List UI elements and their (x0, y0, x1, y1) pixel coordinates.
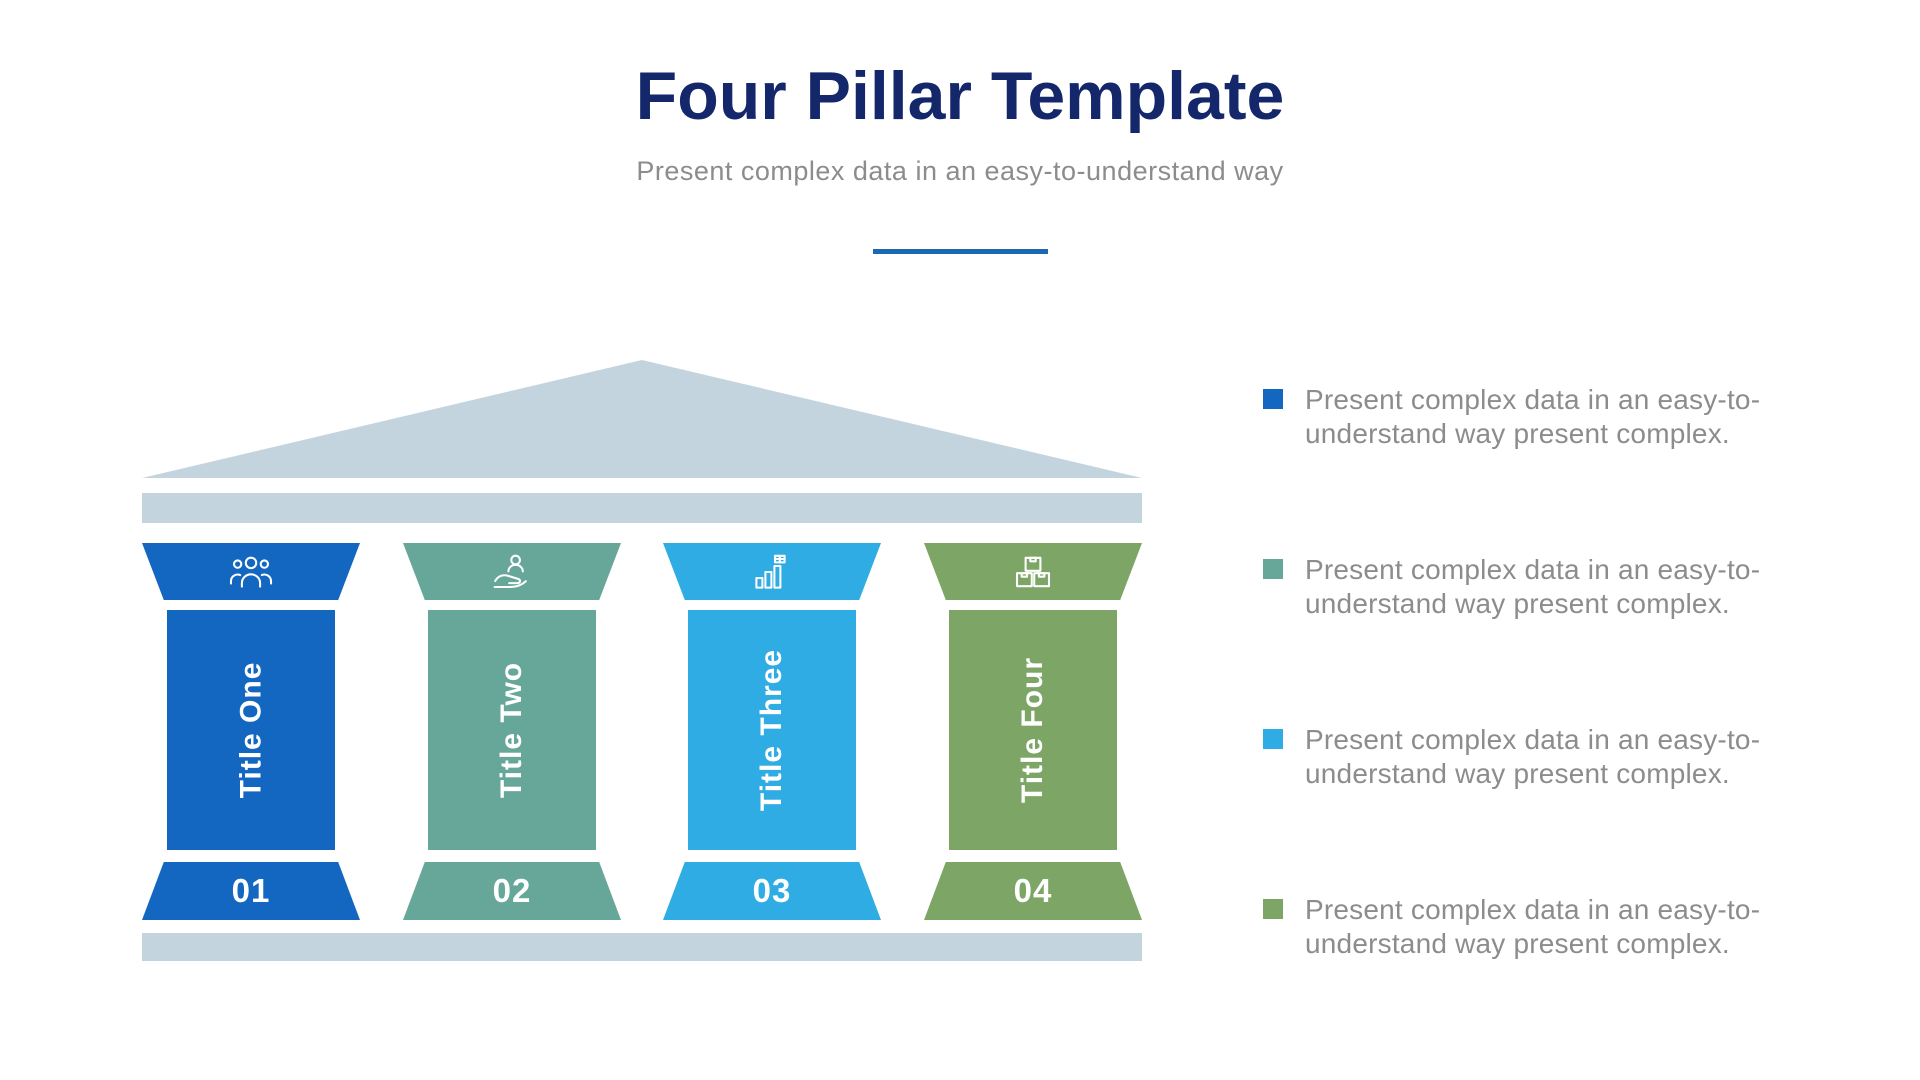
bullet-item-3: Present complex data in an easy-to-under… (1263, 723, 1813, 791)
pillar-2-title: Title Two (494, 661, 528, 799)
bullet-text: Present complex data in an easy-to-under… (1305, 554, 1761, 619)
pillar-3-number: 03 (752, 872, 792, 909)
pillar-1-title: Title One (234, 661, 267, 799)
pillar-2-base: 02 (403, 862, 621, 920)
temple-beam (142, 493, 1142, 523)
pillar-1-shaft: Title One (167, 610, 335, 850)
pillar-1: Title One 01 (142, 543, 360, 933)
pillar-2-capital (403, 543, 621, 600)
temple-roof-icon (142, 360, 1142, 478)
stacked-boxes-icon (1015, 556, 1051, 587)
bullet-marker-square (1263, 559, 1283, 579)
pillar-4-shaft: Title Four (949, 610, 1117, 850)
title-underline (873, 249, 1048, 254)
page-title: Four Pillar Template (635, 58, 1285, 134)
pillar-1-base: 01 (142, 862, 360, 920)
pillar-3: Title Three 03 (663, 543, 881, 933)
people-group-icon (229, 556, 273, 588)
bullet-marker-square (1263, 899, 1283, 919)
bullet-item-1: Present complex data in an easy-to-under… (1263, 383, 1813, 451)
bullet-text: Present complex data in an easy-to-under… (1305, 384, 1761, 449)
bullet-text: Present complex data in an easy-to-under… (1305, 894, 1761, 959)
pillar-1-number: 01 (231, 872, 271, 909)
care-hand-icon (493, 554, 527, 588)
pillar-2-shaft: Title Two (428, 610, 596, 850)
bullet-item-2: Present complex data in an easy-to-under… (1263, 553, 1813, 621)
four-pillar-diagram: Title One 01 Title Two 02 (142, 360, 1142, 962)
pillar-3-shaft: Title Three (688, 610, 856, 850)
pillar-3-title: Title Three (754, 648, 788, 812)
temple-platform (142, 933, 1142, 961)
growth-chart-icon (755, 554, 786, 589)
pillar-4-title: Title Four (1016, 656, 1049, 804)
bullet-text: Present complex data in an easy-to-under… (1305, 724, 1761, 789)
pillar-4-capital (924, 543, 1142, 600)
pillar-1-capital (142, 543, 360, 600)
pillar-2: Title Two 02 (403, 543, 621, 933)
pillar-2-number: 02 (492, 872, 532, 909)
pillar-4-number: 04 (1013, 872, 1053, 909)
page-subtitle: Present complex data in an easy-to-under… (636, 156, 1284, 186)
pillar-4: Title Four 04 (924, 543, 1142, 933)
bullet-marker-square (1263, 389, 1283, 409)
bullet-marker-square (1263, 729, 1283, 749)
pillar-3-capital (663, 543, 881, 600)
pillar-3-base: 03 (663, 862, 881, 920)
bullet-item-4: Present complex data in an easy-to-under… (1263, 893, 1813, 961)
bullet-list: Present complex data in an easy-to-under… (1263, 383, 1843, 1023)
pillar-4-base: 04 (924, 862, 1142, 920)
